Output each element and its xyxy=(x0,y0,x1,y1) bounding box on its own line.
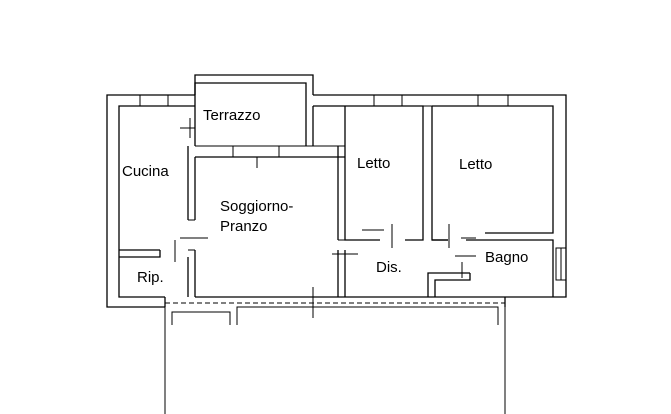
bottom-walls xyxy=(164,287,506,414)
room-label-living-line2: Pranzo xyxy=(220,218,268,235)
room-label-bedroom-1: Letto xyxy=(357,155,390,172)
room-label-storage: Rip. xyxy=(137,269,164,286)
room-label-bathroom: Bagno xyxy=(485,249,528,266)
exterior-walls xyxy=(106,94,567,308)
room-label-bedroom-2: Letto xyxy=(459,156,492,173)
room-label-hallway: Dis. xyxy=(376,259,402,276)
room-label-living-line1: Soggiorno- xyxy=(220,198,293,215)
room-labels: Terrazzo Cucina Soggiorno- Pranzo Letto … xyxy=(122,107,528,286)
bedroom-walls xyxy=(337,105,554,248)
bathroom-walls xyxy=(332,239,567,297)
room-label-terrace: Terrazzo xyxy=(203,107,261,124)
terrace-structure xyxy=(180,74,345,147)
room-label-kitchen: Cucina xyxy=(122,163,169,180)
kitchen-walls xyxy=(119,146,345,297)
